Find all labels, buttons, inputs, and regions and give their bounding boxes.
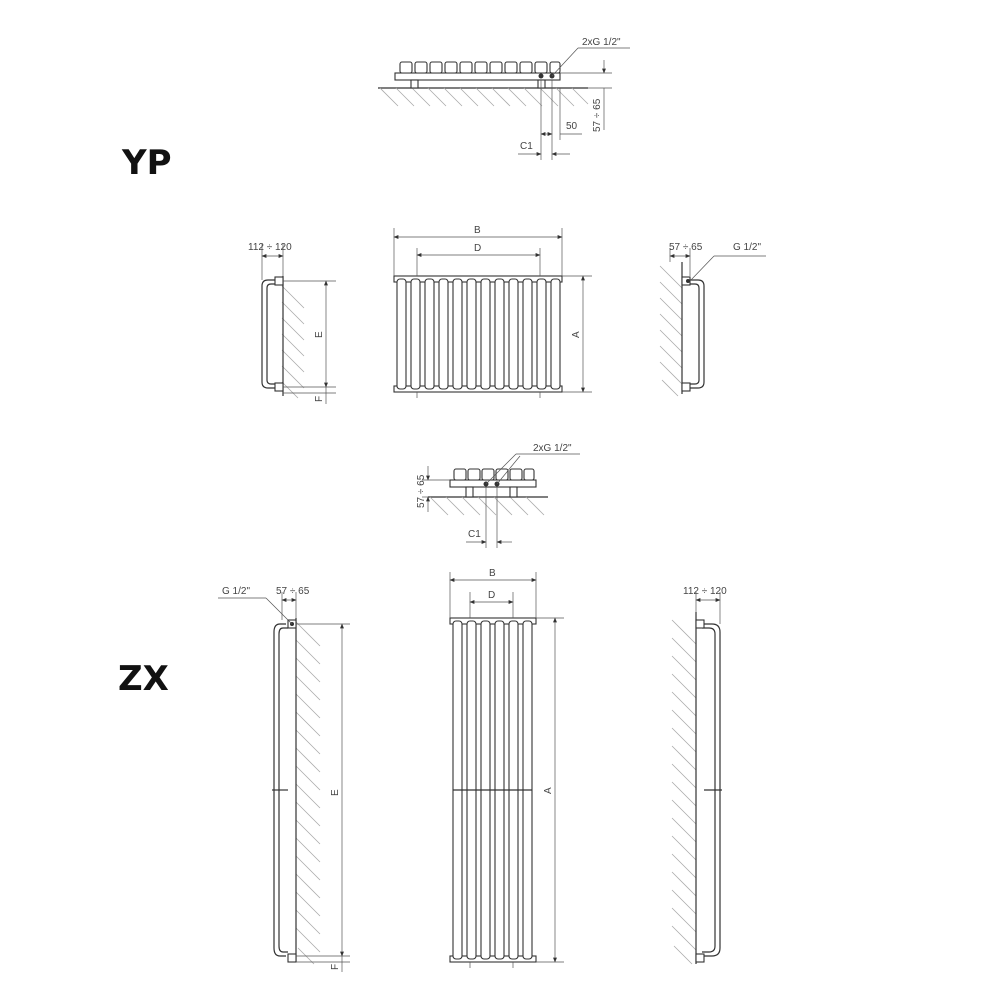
yp-front-b-label: B xyxy=(474,225,481,236)
zx-side-view-right: 112 ÷ 120 xyxy=(671,586,727,965)
zx-right-depth-label: 112 ÷ 120 xyxy=(683,586,727,597)
zx-top-view: 2xG 1/2" 57 ÷ 65 C1 xyxy=(416,443,580,548)
zx-side-distance-label: 57 ÷ 65 xyxy=(276,586,310,597)
yp-right-distance-label: 57 ÷ 65 xyxy=(669,242,703,253)
yp-top-offset-label: 50 xyxy=(566,121,578,132)
zx-top-connection-label: 2xG 1/2" xyxy=(533,443,572,454)
yp-front-d-label: D xyxy=(474,243,481,254)
zx-front-a-label: A xyxy=(543,787,554,794)
yp-top-distance-label: 57 ÷ 65 xyxy=(592,98,603,132)
zx-front-b-label: B xyxy=(489,568,496,579)
yp-side-f-label: F xyxy=(314,396,325,402)
yp-top-connection-label: 2xG 1/2" xyxy=(582,37,621,48)
zx-side-e-label: E xyxy=(330,789,341,796)
yp-side-e-label: E xyxy=(314,331,325,338)
yp-top-wall xyxy=(378,87,589,107)
yp-front-a-label: A xyxy=(571,331,582,338)
zx-top-distance-label: 57 ÷ 65 xyxy=(416,474,427,508)
zx-top-c1-label: C1 xyxy=(468,529,481,540)
zx-top-tubes xyxy=(453,468,535,481)
yp-top-tubes xyxy=(399,61,561,74)
zx-front-view: B D A xyxy=(449,568,564,968)
zx-front-d-label: D xyxy=(488,590,495,601)
yp-side-depth-label: 112 ÷ 120 xyxy=(248,242,292,253)
zx-side-view-left: 57 ÷ 65 G 1/2" E F xyxy=(218,586,350,972)
yp-side-view-right: 57 ÷ 65 G 1/2" xyxy=(659,242,766,397)
zx-front-tubes xyxy=(452,620,533,960)
yp-side-view-left: 112 ÷ 120 E F xyxy=(248,242,336,404)
yp-front-tubes xyxy=(396,278,561,390)
zx-side-connection-label: G 1/2" xyxy=(222,586,250,597)
zx-side-f-label: F xyxy=(330,964,341,970)
yp-front-view: B D A xyxy=(393,225,592,398)
model-label-zx: ZX xyxy=(118,659,169,699)
yp-right-connection-label: G 1/2" xyxy=(733,242,761,253)
yp-top-view: 2xG 1/2" 57 ÷ 65 50 C1 xyxy=(378,37,630,160)
yp-top-c1-label: C1 xyxy=(520,141,533,152)
model-label-yp: YP xyxy=(121,143,172,183)
